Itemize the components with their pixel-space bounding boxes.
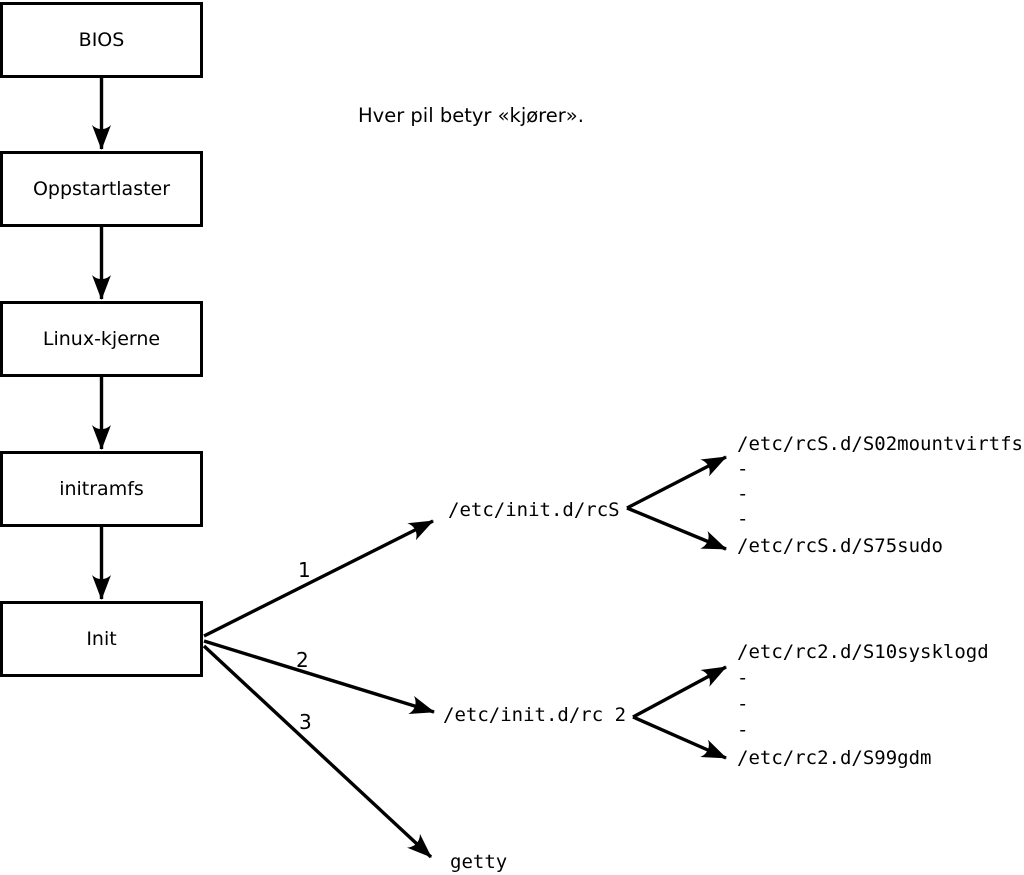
box-linux-kjerne-label: Linux-kjerne — [43, 328, 160, 350]
rcs-child-last: /etc/rcS.d/S75sudo — [737, 535, 943, 557]
branch-2-target: /etc/init.d/rc 2 — [443, 704, 626, 726]
arrow-init-branch-3 — [202, 644, 433, 859]
fork-rc2-arrow-bottom — [632, 715, 727, 760]
fork-rc2-arrow-top — [632, 665, 727, 719]
rc2-child-dash: - — [737, 667, 748, 689]
rc2-child-first: /etc/rc2.d/S10sysklogd — [737, 641, 989, 663]
box-bios — [0, 2, 203, 78]
box-bios-label: BIOS — [79, 29, 125, 51]
fork-rcs: /etc/rcS.d/S02mountvirtfs - - - /etc/rcS… — [626, 433, 1023, 557]
box-initramfs-label: initramfs — [59, 478, 144, 500]
rc2-child-dash: - — [737, 719, 748, 741]
fork-rcs-arrow-top — [626, 455, 727, 510]
arrow-init-branch-1 — [203, 519, 434, 638]
branch-1-target: /etc/init.d/rcS — [448, 499, 620, 521]
fork-rcs-arrow-bottom — [626, 506, 727, 551]
box-linux-kjerne — [0, 301, 203, 377]
rcs-child-dash: - — [737, 483, 748, 505]
rc2-child-last: /etc/rc2.d/S99gdm — [737, 747, 931, 769]
init-branches: 1 /etc/init.d/rcS 2 /etc/init.d/rc 2 3 g… — [202, 499, 626, 873]
rcs-child-first: /etc/rcS.d/S02mountvirtfs — [737, 433, 1023, 455]
arrow-init-branch-2 — [203, 639, 435, 714]
rcs-child-dash: - — [737, 508, 748, 530]
rcs-child-dash: - — [737, 458, 748, 480]
branch-3-target: getty — [450, 851, 507, 873]
diagram-caption: Hver pil betyr «kjører». — [358, 104, 584, 127]
boot-chain: BIOS Oppstartlaster Linux-kjerne initram… — [0, 2, 203, 677]
branch-2-number: 2 — [296, 648, 309, 672]
box-initramfs — [0, 451, 203, 527]
box-oppstartlaster — [0, 151, 203, 227]
box-init — [0, 601, 203, 677]
branch-3-number: 3 — [299, 710, 312, 734]
box-init-label: Init — [86, 628, 116, 650]
branch-1-number: 1 — [298, 558, 311, 582]
fork-rc2: /etc/rc2.d/S10sysklogd - - - /etc/rc2.d/… — [632, 641, 989, 769]
rc2-child-dash: - — [737, 693, 748, 715]
box-oppstartlaster-label: Oppstartlaster — [33, 178, 170, 200]
